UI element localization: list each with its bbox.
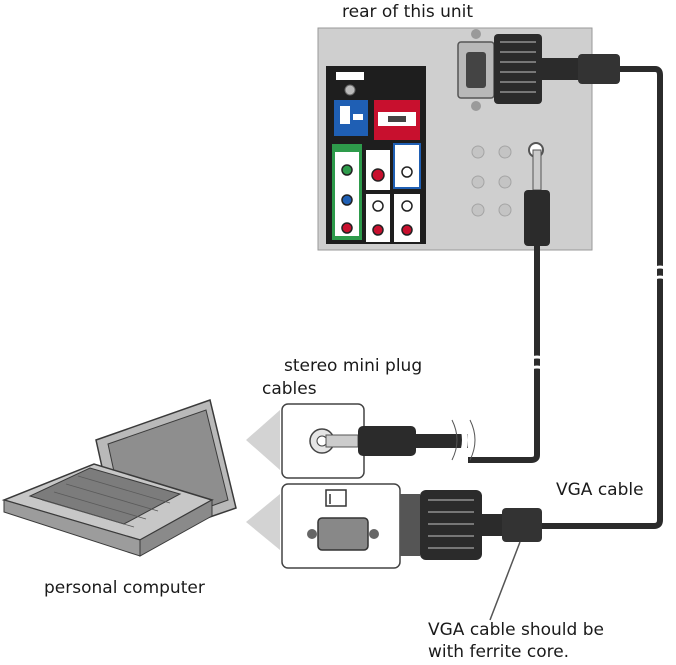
- ferrite-core-top-icon: [578, 54, 620, 84]
- mini-plug-top-icon: [524, 149, 550, 246]
- ferrite-core-icon: [502, 508, 542, 542]
- rear-unit-label: rear of this unit: [342, 2, 474, 22]
- audio-cable-line: [468, 246, 540, 463]
- ferrite-note-line1: VGA cable should be: [428, 620, 604, 640]
- monitor-icon: [325, 489, 347, 507]
- vga-plug-pc-icon: [400, 490, 542, 560]
- vga-socket-icon: [307, 517, 379, 551]
- stereo-plug-label-line1: stereo mini plug: [284, 356, 423, 376]
- vga-port-icon: [457, 29, 495, 111]
- ferrite-note-line2: with ferrite core.: [428, 642, 570, 662]
- laptop-icon: [1, 399, 237, 557]
- vga-cable-line: [540, 66, 663, 529]
- ferrite-pointer: [489, 541, 521, 621]
- stereo-plug-label-line2: cables: [262, 379, 317, 399]
- vga-plug-top-icon: [494, 34, 620, 104]
- vga-cable-label: VGA cable: [556, 480, 644, 500]
- personal-computer-label: personal computer: [44, 578, 205, 598]
- pc-vga-port: [246, 483, 401, 569]
- mini-plug-pc-icon: [325, 426, 468, 456]
